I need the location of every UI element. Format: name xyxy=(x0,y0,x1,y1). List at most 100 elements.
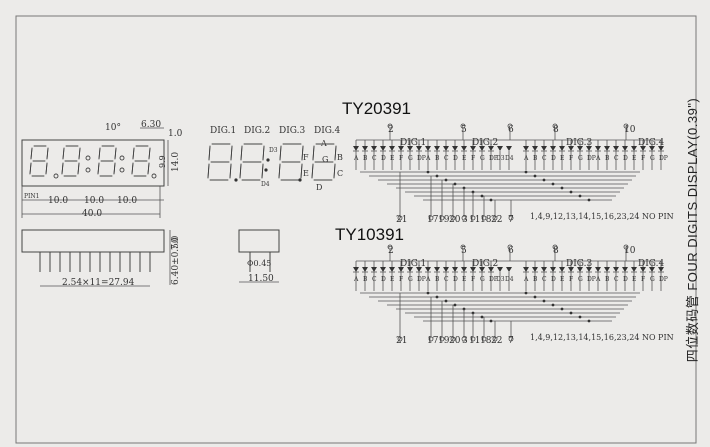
side-pins xyxy=(39,252,151,272)
bot-g0-diode-5 xyxy=(398,267,404,272)
bot-g1-letter-7: DP xyxy=(489,276,498,283)
bot-bpin-22: 22 xyxy=(491,336,502,346)
top-g3-diode-5 xyxy=(640,146,646,151)
front-colon-5 xyxy=(151,173,157,179)
top-g1-diode-2 xyxy=(443,146,449,151)
top-g2-letter-1: B xyxy=(533,155,538,162)
bot-bpin-17: 17 xyxy=(427,336,439,346)
top-g2-diode-6 xyxy=(577,146,583,151)
bot-g0-diode-7 xyxy=(416,267,422,272)
layout-digit-2-seg-inner-5 xyxy=(240,145,243,161)
front-digit-4-seg-inner-4 xyxy=(131,162,134,175)
top-dot-2-0 xyxy=(444,178,448,182)
digit-view: DIG.1 DIG.2 DIG.3 DIG.4 A B C D E F G D3… xyxy=(207,126,343,192)
top-g2-letter-7: DP xyxy=(587,155,596,162)
bot-bpin-19: 19 xyxy=(438,336,450,346)
front-digit-4-seg-inner-1 xyxy=(148,147,151,160)
top-g2-diode-2 xyxy=(541,146,547,151)
bot-dot-7-1 xyxy=(587,319,591,323)
layout-digit-1-seg-inner-5 xyxy=(208,145,211,161)
bot-dot-1-0 xyxy=(435,295,439,299)
top-g2-diode-0 xyxy=(523,146,529,151)
top-dot-5-1 xyxy=(569,190,573,194)
layout-digit-1-seg-inner-1 xyxy=(230,145,233,161)
bot-g3-diode-6 xyxy=(649,267,655,272)
dim-pitch-1: 10.0 xyxy=(48,196,68,206)
bot-bpin-20: 20 xyxy=(449,336,461,346)
dim-pin: 6.40±0.50 xyxy=(171,237,181,285)
bot-g2-diode-7 xyxy=(586,267,592,272)
bot-dig-3: DIG.3 xyxy=(566,259,593,269)
bot-bpin-5 xyxy=(470,336,476,342)
top-g0-diode-4 xyxy=(389,146,395,151)
side-label-text: 四位数码管 FOUR DIGITS DISPLAY(0.39") xyxy=(685,98,700,363)
top-dig-2: DIG.2 xyxy=(472,138,498,148)
top-bpin-2 xyxy=(439,215,445,221)
bot-g1-diode-4 xyxy=(461,267,467,272)
layout-digit-4-seg-inner-5 xyxy=(312,145,315,161)
top-bpin-7: 7 xyxy=(508,215,514,225)
top-g1-diode-0 xyxy=(425,146,431,151)
bot-g3-letter-4: E xyxy=(632,276,636,283)
top-dot-3-0 xyxy=(453,182,457,186)
top-dig-1: DIG.1 xyxy=(400,138,426,148)
bot-g0-diode-0 xyxy=(353,267,359,272)
layout-digit-4-seg-inner-4 xyxy=(311,163,314,179)
top-g1-letter-1: B xyxy=(435,155,440,162)
front-colon-1 xyxy=(85,167,91,173)
label-d3: D3 xyxy=(269,147,278,154)
front-digit-2-seg-inner-5 xyxy=(62,147,65,160)
top-dot-6-0 xyxy=(480,194,484,198)
top-g3-diode-1 xyxy=(604,146,610,151)
top-g3-letter-5: F xyxy=(641,155,645,162)
top-g0-letter-2: C xyxy=(372,155,377,162)
bot-g2-letter-1: B xyxy=(533,276,538,283)
bot-g1-diode-3 xyxy=(452,267,458,272)
bot-g3-letter-7: DP xyxy=(659,276,668,283)
bot-g1-diode-1 xyxy=(434,267,440,272)
top-g0-diode-0 xyxy=(353,146,359,151)
bot-g0-diode-2 xyxy=(371,267,377,272)
top-g1-diode-5 xyxy=(470,146,476,151)
bot-g3-letter-3: D xyxy=(623,276,628,283)
front-digit-3-seg-inner-1 xyxy=(114,147,117,160)
top-dot-7-1 xyxy=(587,198,591,202)
top-bpin-11: 11 xyxy=(469,215,480,225)
bot-bpin-4 xyxy=(461,336,467,342)
top-dot-0-1 xyxy=(524,170,528,174)
top-g3-diode-4 xyxy=(631,146,637,151)
layout-dp-3 xyxy=(298,178,302,182)
top-mid-diode-0 xyxy=(497,146,503,151)
bot-pin-6: 6 xyxy=(508,246,514,256)
dim-height-b: 14.0 xyxy=(171,152,181,172)
layout-colon-top xyxy=(266,158,270,162)
top-g0-letter-3: D xyxy=(381,155,386,162)
bot-dot-3-0 xyxy=(453,303,457,307)
bot-g1-diode-5 xyxy=(470,267,476,272)
bot-pin-2: 2 xyxy=(388,246,394,256)
top-pin-10: 10 xyxy=(624,125,636,135)
bot-g1-letter-1: B xyxy=(435,276,440,283)
bot-g0-diode-3 xyxy=(380,267,386,272)
top-dot-2-1 xyxy=(542,178,546,182)
bot-g2-letter-7: DP xyxy=(587,276,596,283)
top-g0-letter-1: B xyxy=(363,155,368,162)
seg-label-c: C xyxy=(337,169,343,178)
layout-digit-3-seg-inner-5 xyxy=(279,145,282,161)
top-g0-letter-0: A xyxy=(353,155,359,162)
front-digit-4-seg-inner-5 xyxy=(132,147,135,160)
bot-g3-diode-7 xyxy=(658,267,664,272)
top-g0-diode-1 xyxy=(362,146,368,151)
top-g1-letter-2: C xyxy=(444,155,449,162)
front-digit-1-seg-inner-4 xyxy=(29,162,32,175)
bot-dot-2-0 xyxy=(444,299,448,303)
top-dot-7-0 xyxy=(489,198,493,202)
dim-end-width: 11.50 xyxy=(248,274,274,284)
pin1-mark: PIN1 xyxy=(24,193,39,200)
seg-label-b: B xyxy=(337,153,343,162)
side-view: 2.54×11=27.94 7.0 6.40±0.50 xyxy=(21,229,181,288)
bot-g2-diode-3 xyxy=(550,267,556,272)
top-mid-label-0: D3 xyxy=(496,155,505,162)
dim-pitch-2: 10.0 xyxy=(84,196,104,206)
dig-label-2: DIG.2 xyxy=(244,126,270,136)
